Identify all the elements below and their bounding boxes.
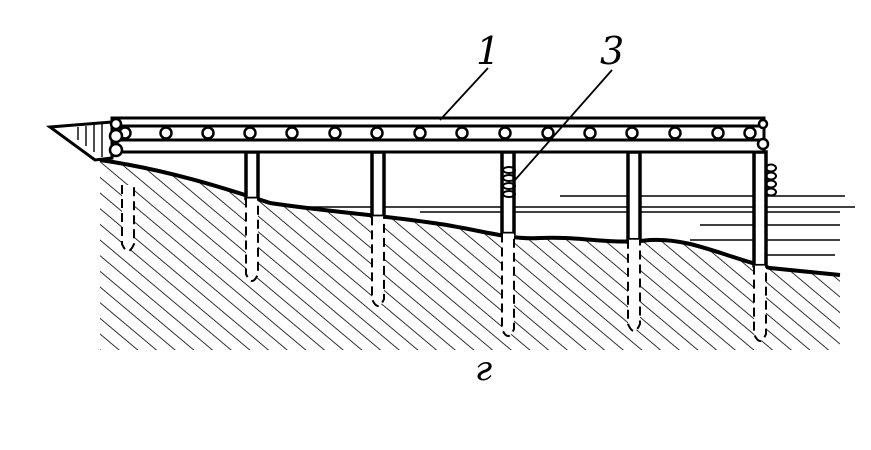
deck-log (243, 126, 257, 140)
deck-end-logs (108, 117, 770, 158)
pile (626, 150, 642, 332)
pier-deck (108, 116, 770, 158)
deck-log (328, 126, 342, 140)
shore-bank (45, 120, 114, 162)
callout-label-1: 1 (476, 29, 500, 73)
callout-leaders (439, 67, 613, 181)
pile (244, 150, 260, 282)
deck-log (159, 126, 173, 140)
deck-log (668, 126, 682, 140)
deck-log (413, 126, 427, 140)
leader-3 (514, 69, 613, 181)
pile-binding (502, 166, 516, 198)
deck-log (455, 126, 469, 140)
deck-log (370, 126, 384, 140)
deck-log (625, 126, 639, 140)
ground-soil (99, 158, 841, 350)
deck-log (201, 126, 215, 140)
deck-log (743, 126, 757, 140)
callout-label-3: 3 (600, 29, 624, 73)
deck-log (583, 126, 597, 140)
deck-log (711, 126, 725, 140)
pile (121, 185, 135, 252)
leader-1 (439, 67, 489, 121)
deck-log-row (118, 126, 757, 140)
figure-letter: г (475, 349, 492, 389)
pile-lashing (765, 163, 777, 197)
deck-log (541, 126, 555, 140)
deck-log (285, 126, 299, 140)
pile (752, 150, 768, 342)
deck-log (498, 126, 512, 140)
pile-group (121, 150, 777, 342)
pile (370, 150, 386, 307)
